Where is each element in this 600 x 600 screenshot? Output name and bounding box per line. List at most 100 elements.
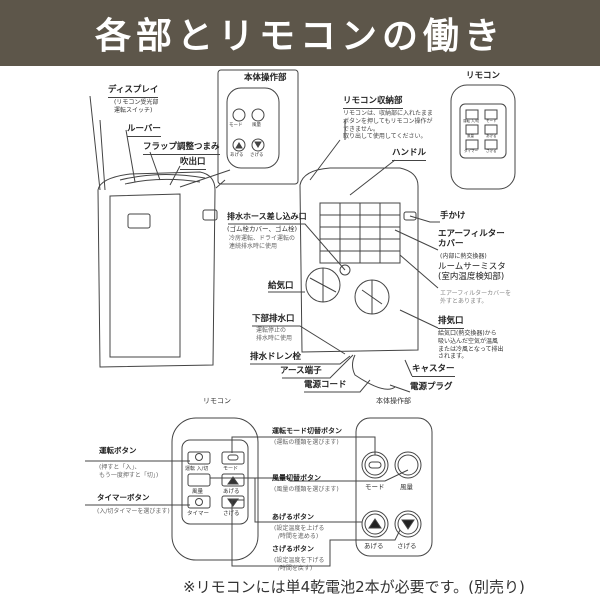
thermistor-line: ルームサーミスタ (438, 262, 506, 272)
note-line: 冷房運転、ドライ運転の (229, 235, 296, 242)
down-note: (設定温度を下げる /時間を戻す) (274, 557, 324, 573)
panel-btn-down[interactable]: さげる (397, 542, 417, 550)
label-flap: フラップ調整つまみ (143, 142, 220, 155)
label-timer-btn: タイマーボタン (97, 493, 150, 502)
back-unit (299, 167, 419, 353)
label-plug: 電源プラグ (410, 382, 453, 392)
note-line: (設定温度を下げる (274, 557, 325, 564)
label-display: ディスプレイ (108, 85, 159, 98)
note-line: 給気口(熱交換器)から (438, 330, 497, 337)
label-power-btn: 運転ボタン (99, 446, 137, 455)
label-cord: 電源コード (304, 380, 347, 390)
label-up-btn: あげるボタン (272, 513, 314, 521)
power-note: (押すと「入」、もう一度押すと「切」) (99, 464, 158, 480)
remote-btn-label: 風量 (467, 134, 474, 138)
label-intake: 給気口 (268, 281, 294, 291)
panel-btn-label: さげる (250, 153, 264, 158)
panel-btn-up[interactable]: あげる (364, 542, 384, 550)
label-exhaust: 排気口 (438, 316, 464, 329)
remote-btn-label: さげる (486, 149, 497, 153)
label-down-btn: さげるボタン (272, 545, 314, 553)
label-storage: リモコン収納部 (343, 96, 403, 109)
note-line: エアーフィルターカバーを (440, 290, 512, 297)
panel-btn-label: モード (229, 123, 243, 128)
note-line: 外すとあります。 (440, 297, 488, 305)
front-unit (97, 171, 216, 368)
remote-btn-power[interactable]: 運転 入/切 (185, 466, 209, 472)
up-note: (設定温度を上げる /時間を進める) (274, 525, 324, 541)
down-btn (251, 138, 265, 152)
note-line: または冷風となって排出 (438, 345, 504, 353)
label-outlet: 吹出口 (180, 157, 206, 170)
note-line: 排水時に使用 (256, 334, 293, 342)
note-line: 運転停止の (256, 327, 287, 334)
header-band: 各部とリモコンの働き (0, 0, 600, 66)
label-handle: ハンドル (392, 148, 427, 161)
note-line: できません。 (343, 125, 379, 133)
bottom-remote-label: リモコン (203, 397, 231, 405)
note-line: 取り出して使用してください。 (343, 133, 427, 141)
display-sub1: リモコン受光部 (116, 99, 159, 106)
remote-btn-timer[interactable]: タイマー (187, 511, 210, 517)
remote-btn-mode[interactable]: モード (223, 466, 239, 472)
note-line: /時間を進める) (277, 532, 319, 540)
remote-btn-label: 運転 入/切 (463, 119, 480, 123)
page-title: 各部とリモコンの働き (94, 16, 505, 57)
label-fan-btn: 風量切替ボタン (272, 474, 321, 482)
mode-btn (232, 108, 246, 122)
up-btn (232, 138, 246, 152)
filter-line2: カバー (438, 238, 464, 249)
panel-outline (226, 87, 280, 169)
panel-btn-label: 風量 (252, 123, 261, 128)
battery-note: ※リモコンには単4乾電池2本が必要です。(別売り) (183, 578, 525, 596)
note-line: 吸い込んだ空気が温風 (438, 337, 499, 345)
note-line: /時間を戻す) (277, 564, 313, 572)
fan-note: (風量の種類を選びます) (274, 486, 339, 493)
note-line: ボタンを押してもリモコン操作が (343, 117, 433, 125)
label-hose: 排水ホース差し込み口 (227, 212, 307, 221)
filter-sub: (内部に熱交換器) (440, 253, 487, 260)
remote-btn-up[interactable]: あげる (223, 489, 240, 495)
remote-btn-label: モード (486, 119, 497, 123)
exhaust-note: 給気口(熱交換器)から吸い込んだ空気が温風または冷風となって排出されます。 (438, 330, 504, 361)
thermistor-note: エアーフィルターカバーを外すとあります。 (440, 290, 511, 306)
label-mode-btn: 運転モード切替ボタン (272, 427, 342, 435)
filter-line1: エアーフィルター (438, 229, 505, 239)
mode-note: (運転の種類を選びます) (274, 439, 339, 446)
top-remote-outline (450, 84, 516, 190)
panel-callout-box (217, 69, 299, 185)
hose-sub: (ゴム栓カバー、ゴム栓) (227, 225, 298, 233)
label-display-sub: (リモコン受光部運転スイッチ) (114, 99, 159, 114)
note-line: されます。 (438, 353, 468, 361)
fan-btn (251, 108, 265, 122)
label-filter: エアーフィルターカバー (438, 229, 505, 250)
label-louver: ルーバー (127, 124, 161, 137)
remote-btn-down[interactable]: さげる (223, 511, 240, 517)
panel-btn-mode[interactable]: モード (365, 483, 385, 491)
storage-note: リモコンは、収納部に入れたままボタンを押してもリモコン操作ができません。取り出し… (343, 110, 433, 141)
note-line: リモコンは、収納部に入れたまま (343, 110, 433, 117)
lower-drain-note: 運転停止の排水時に使用 (256, 327, 292, 343)
panel-btn-fan[interactable]: 風量 (400, 483, 413, 491)
remote-btn-label: タイマー (464, 149, 478, 153)
label-drain-plug: 排水ドレン栓 (250, 352, 302, 362)
hose-note: 冷房運転、ドライ運転の連続排水時に使用 (229, 235, 295, 251)
note-line: 連続排水時に使用 (229, 242, 278, 250)
label-earth: アース端子 (280, 366, 322, 376)
label-caster: キャスター (412, 364, 455, 377)
label-grip: 手かけ (440, 211, 466, 221)
remote-btn-fan[interactable]: 風量 (192, 489, 204, 495)
remote-label: リモコン (466, 71, 501, 81)
label-lower-drain: 下部排水口 (252, 314, 295, 324)
panel-btn-label: あげる (230, 153, 244, 158)
note-line: もう一度押すと「切」) (99, 471, 159, 479)
thermistor-sub: (室内温度検知部) (438, 271, 505, 282)
label-thermistor: ルームサーミスタ(室内温度検知部) (438, 262, 506, 283)
bottom-panel-label: 本体操作部 (376, 397, 411, 405)
display-sub2: 運転スイッチ (114, 106, 151, 114)
remote-btn-label: あげる (486, 134, 497, 138)
note-line: (設定温度を上げる (274, 525, 325, 532)
bottom-remote-outline (171, 417, 259, 561)
panel-label: 本体操作部 (244, 73, 287, 83)
